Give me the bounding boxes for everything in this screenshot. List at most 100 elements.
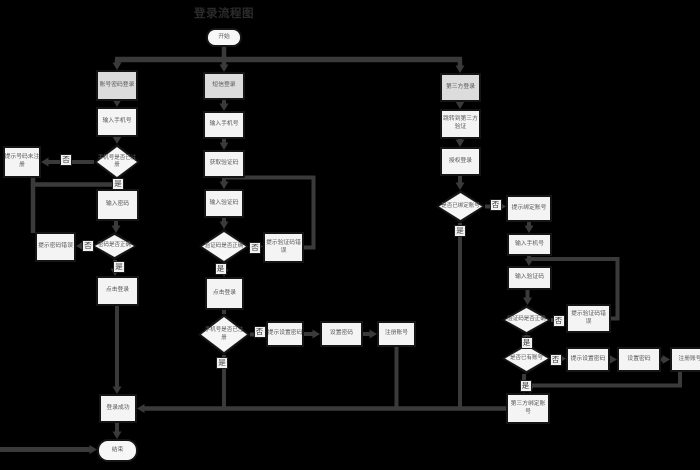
node-start: 开始 bbox=[206, 28, 242, 47]
node-sms-prompt-set-pw: 提示设置密码 bbox=[266, 321, 304, 347]
arrowhead-sms1 bbox=[219, 103, 229, 111]
node-label-start: 开始 bbox=[218, 33, 230, 40]
node-sms-get-code: 获取验证码 bbox=[203, 150, 245, 178]
arrowhead-click-to-success bbox=[112, 386, 122, 394]
node-third-party-login: 第三方登录 bbox=[440, 73, 481, 102]
node-label-tp-code-correct: 验证码是否正确 bbox=[507, 316, 546, 323]
node-tp-code-correct: 验证码是否正确 bbox=[502, 305, 551, 335]
node-label-tp-prompt-bind: 提示绑定账号 bbox=[511, 204, 547, 211]
arrowhead-sms4 bbox=[219, 221, 229, 229]
node-password-correct: 密码是否正确 bbox=[92, 232, 137, 260]
node-prompt-wrong-pw: 提示密码错误 bbox=[35, 232, 76, 262]
edge-label-sms-code-no: 否 bbox=[249, 242, 261, 254]
node-label-sms-register: 注册账号 bbox=[384, 330, 409, 337]
node-label-prompt-unregistered: 提示号码未注 册 bbox=[4, 154, 40, 168]
node-sms-enter-code: 输入验证码 bbox=[204, 189, 244, 218]
edge-label-tp-code-yes: 是 bbox=[520, 336, 533, 349]
node-tp-bind-account: 第三方绑定账 号 bbox=[506, 393, 550, 424]
edge-tp-register-loop bbox=[530, 372, 682, 388]
node-label-sms-phone-registered: 手机号是否已注 册 bbox=[204, 327, 244, 341]
node-label-tp-account-bound: 是否已绑定账号 bbox=[441, 202, 480, 209]
node-label-tp-bind-account: 第三方绑定账 号 bbox=[510, 400, 546, 415]
node-label-prompt-wrong-pw: 提示密码错误 bbox=[38, 243, 73, 250]
node-label-password-login: 账号密码登录 bbox=[99, 81, 135, 88]
node-sms-login: 短信登录 bbox=[203, 72, 245, 100]
edge-label-pw-correct-no: 否 bbox=[82, 239, 94, 252]
edge-label-sms-registered-no: 否 bbox=[253, 325, 266, 338]
arrowhead-merge-rail bbox=[137, 404, 145, 413]
edge-tp-code-loop bbox=[529, 257, 620, 321]
node-label-sms-enter-phone: 输入手机号 bbox=[209, 121, 239, 128]
node-label-sms-click-login: 点击登录 bbox=[212, 289, 237, 296]
edge-label-tp-code-no: 否 bbox=[552, 315, 565, 327]
node-label-sms-login: 短信登录 bbox=[212, 82, 236, 89]
arrowhead-tp-setpw-arrow bbox=[609, 355, 617, 364]
node-label-sms-code-correct: 验证码是否正确 bbox=[204, 242, 244, 249]
node-label-sms-set-password: 设置密码 bbox=[329, 330, 354, 337]
arrowhead-split-to-sms bbox=[219, 64, 229, 72]
node-tp-auth-login: 授权登录 bbox=[440, 147, 481, 176]
node-label-tp-enter-phone: 输入手机号 bbox=[515, 240, 544, 247]
edge-label-tp-bound-yes: 是 bbox=[454, 225, 466, 237]
arrowhead-sms2 bbox=[219, 142, 229, 150]
node-tp-enter-phone: 输入手机号 bbox=[507, 233, 552, 256]
node-sms-prompt-code-err: 提示验证码错 误 bbox=[263, 232, 304, 263]
node-label-pw-phone-registered: 手机号是否已注 册 bbox=[97, 154, 137, 168]
arrowhead-sms-setpw-arrow bbox=[312, 329, 320, 339]
node-label-sms-get-code: 获取验证码 bbox=[209, 160, 239, 167]
arrowhead-pw1 bbox=[112, 99, 122, 107]
node-tp-register: 注册账号 bbox=[670, 347, 700, 372]
node-label-tp-has-account: 是否已有账号 bbox=[509, 354, 543, 361]
node-label-tp-enter-code: 输入验证码 bbox=[515, 274, 544, 281]
edge-label-sms-registered-yes: 是 bbox=[216, 356, 228, 369]
arrowhead-tp2 bbox=[455, 139, 465, 147]
arrowhead-sms3 bbox=[219, 181, 229, 189]
node-label-tp-auth-login: 授权登录 bbox=[448, 157, 473, 164]
arrowhead-tp-register-arrow bbox=[662, 355, 670, 364]
node-label-tp-set-password: 设置密码 bbox=[627, 355, 651, 362]
node-label-pw-enter-phone: 输入手机号 bbox=[102, 118, 132, 125]
node-label-login-success: 登录成功 bbox=[106, 404, 130, 411]
arrowhead-tp1 bbox=[455, 101, 465, 109]
arrowhead-pw3 bbox=[111, 225, 121, 233]
edge-label-pw-correct-yes: 是 bbox=[113, 260, 125, 273]
edge-label-pw-registered-yes: 是 bbox=[112, 177, 124, 190]
node-label-sms-prompt-set-pw: 提示设置密码 bbox=[267, 330, 303, 337]
node-end: 结束 bbox=[97, 439, 138, 462]
node-sms-register: 注册账号 bbox=[377, 321, 416, 347]
edge-label-pw-registered-no: 否 bbox=[60, 154, 72, 166]
node-login-success: 登录成功 bbox=[99, 394, 137, 423]
page-title: 登录流程图 bbox=[194, 8, 254, 20]
node-prompt-unregistered: 提示号码未注 册 bbox=[3, 146, 41, 178]
node-label-pw-click-login: 点击登录 bbox=[105, 287, 130, 294]
node-label-sms-prompt-code-err: 提示验证码错 误 bbox=[266, 239, 301, 254]
node-pw-phone-registered: 手机号是否已注 册 bbox=[94, 144, 140, 180]
node-label-tp-prompt-code-err: 提示验证码错 误 bbox=[571, 310, 606, 325]
node-tp-prompt-code-err: 提示验证码错 误 bbox=[566, 304, 611, 333]
arrowhead-sms-register-arrow bbox=[369, 329, 377, 339]
node-label-sms-enter-code: 输入验证码 bbox=[209, 199, 239, 206]
node-sms-enter-phone: 输入手机号 bbox=[203, 111, 245, 139]
node-sms-phone-registered: 手机号是否已注 册 bbox=[198, 314, 250, 355]
arrowhead-tp6 bbox=[523, 297, 532, 305]
arrowhead-tp4 bbox=[524, 225, 534, 233]
node-sms-click-login: 点击登录 bbox=[205, 277, 244, 310]
arrowhead-pwcheck-no bbox=[76, 241, 84, 251]
node-enter-password: 输入密码 bbox=[96, 189, 139, 221]
arrowhead-split-to-password bbox=[112, 62, 122, 70]
node-tp-enter-code: 输入验证码 bbox=[507, 266, 552, 290]
node-label-enter-password: 输入密码 bbox=[105, 201, 130, 208]
node-tp-account-bound: 是否已绑定账号 bbox=[436, 190, 485, 223]
node-tp-prompt-set-pw: 提示设置密码 bbox=[566, 347, 610, 372]
edge-label-sms-code-yes: 是 bbox=[214, 262, 227, 275]
edge-label-tp-bound-no: 否 bbox=[489, 199, 502, 211]
node-tp-has-account: 是否已有账号 bbox=[502, 343, 551, 374]
arrowhead-pw2 bbox=[112, 136, 122, 144]
node-tp-prompt-bind: 提示绑定账号 bbox=[506, 195, 552, 222]
arrowhead-tp3 bbox=[455, 182, 465, 190]
edge-sms-code-loop bbox=[224, 175, 316, 250]
edge-label-tp-has-acct-yes: 是 bbox=[519, 379, 532, 392]
node-pw-click-login: 点击登录 bbox=[96, 276, 139, 306]
arrowhead-split-to-thirdparty bbox=[455, 65, 465, 73]
